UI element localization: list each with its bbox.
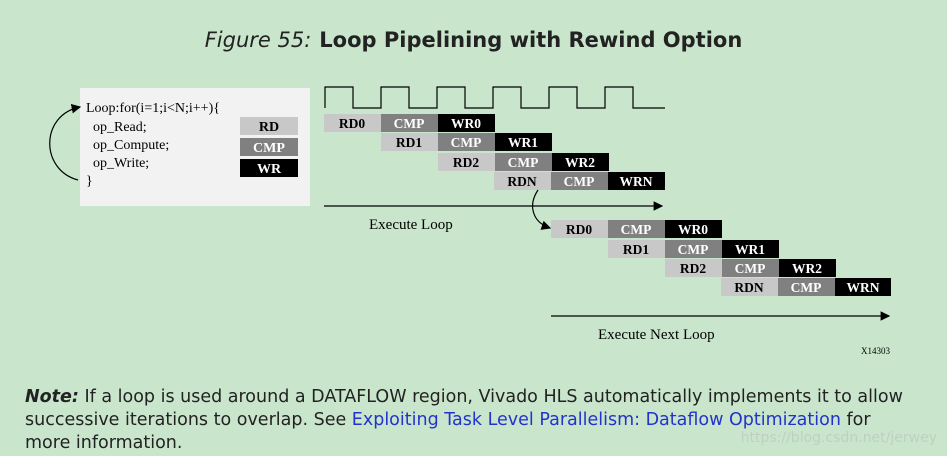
stage-rd-label: RD1	[623, 242, 649, 257]
figure-label: Figure 55:	[204, 28, 312, 52]
loop-back-arrow	[49, 103, 82, 181]
figure-id: X14303	[861, 346, 890, 356]
stage-cmp	[438, 133, 495, 151]
stage-rd	[665, 259, 722, 277]
stage-wr	[665, 220, 722, 238]
stage-rd-label: RD0	[566, 222, 592, 237]
stage-rd-label: RD0	[339, 116, 365, 131]
note-text-1: If a loop is used around a DATAFLOW regi…	[25, 387, 903, 430]
note-text-2: for more information.	[25, 410, 871, 453]
stage-wr-label: WRN	[620, 174, 653, 189]
stage-rd	[551, 220, 608, 238]
stage-wr	[779, 259, 836, 277]
stage-wr	[608, 172, 665, 190]
code-line-5: }	[86, 174, 93, 189]
stage-rd	[721, 278, 778, 296]
stage-cmp	[608, 220, 665, 238]
stage-cmp	[495, 153, 552, 171]
stage-cmp-label: CMP	[735, 261, 766, 276]
stage-cmp	[665, 240, 722, 258]
figure-caption: Figure 55: Loop Pipelining with Rewind Op…	[0, 28, 947, 52]
watermark: https://blog.csdn.net/jerwey	[740, 430, 937, 446]
code-line-3: op_Compute;	[93, 138, 169, 153]
rewind-arrow	[532, 189, 552, 230]
stage-wr	[438, 114, 495, 132]
stage-cmp	[722, 259, 779, 277]
execute-loop-label: Execute Loop	[369, 217, 453, 233]
stage-cmp-label: CMP	[394, 116, 425, 131]
stage-cmp	[381, 114, 438, 132]
stage-wr	[835, 278, 891, 296]
stage-wr-label: WR0	[451, 116, 481, 131]
legend-cmp-label: CMP	[253, 141, 285, 156]
stage-wr-label: WRN	[847, 280, 880, 295]
stage-wr-label: WR1	[508, 135, 538, 150]
stage-rd	[438, 153, 495, 171]
stage-wr	[552, 153, 609, 171]
legend-wr-label: WR	[257, 162, 282, 177]
stage-rd	[494, 172, 551, 190]
stage-cmp-label: CMP	[621, 222, 652, 237]
code-line-4: op_Write;	[93, 156, 149, 171]
stage-rd	[324, 114, 381, 132]
stage-wr	[722, 240, 779, 258]
dataflow-link[interactable]: Exploiting Task Level Parallelism: Dataf…	[351, 410, 841, 430]
stage-rd-label: RD1	[396, 135, 422, 150]
stage-wr-label: WR2	[565, 155, 595, 170]
execute-next-loop-label: Execute Next Loop	[598, 327, 715, 343]
legend-rd-label: RD	[259, 120, 279, 135]
note-label: Note:	[25, 387, 79, 407]
stage-rd	[381, 133, 438, 151]
note-paragraph: Note: If a loop is used around a DATAFLO…	[25, 386, 905, 455]
stage-cmp-label: CMP	[791, 280, 822, 295]
stage-cmp-label: CMP	[564, 174, 595, 189]
stage-wr-label: WR2	[792, 261, 822, 276]
code-line-1: Loop:for(i=1;i<N;i++){	[86, 101, 220, 116]
stage-rd-label: RDN	[507, 174, 536, 189]
code-line-2: op_Read;	[93, 120, 147, 135]
pipeline-diagram: Loop:for(i=1;i<N;i++){ op_Read; op_Compu…	[49, 86, 891, 356]
stage-cmp-label: CMP	[508, 155, 539, 170]
legend-rd-block	[240, 117, 298, 135]
stage-rd-label: RD2	[453, 155, 479, 170]
clock-waveform	[324, 86, 665, 109]
stage-cmp	[551, 172, 608, 190]
legend-cmp-block	[240, 138, 298, 156]
stage-rd-label: RD2	[680, 261, 706, 276]
figure-title: Loop Pipelining with Rewind Option	[319, 28, 743, 52]
legend-wr-block	[240, 159, 298, 177]
stage-wr	[495, 133, 552, 151]
stage-cmp	[778, 278, 835, 296]
stage-rd	[608, 240, 665, 258]
stage-cmp-label: CMP	[678, 242, 709, 257]
stage-wr-label: WR1	[735, 242, 765, 257]
stage-wr-label: WR0	[678, 222, 708, 237]
stage-cmp-label: CMP	[451, 135, 482, 150]
stage-rd-label: RDN	[734, 280, 763, 295]
